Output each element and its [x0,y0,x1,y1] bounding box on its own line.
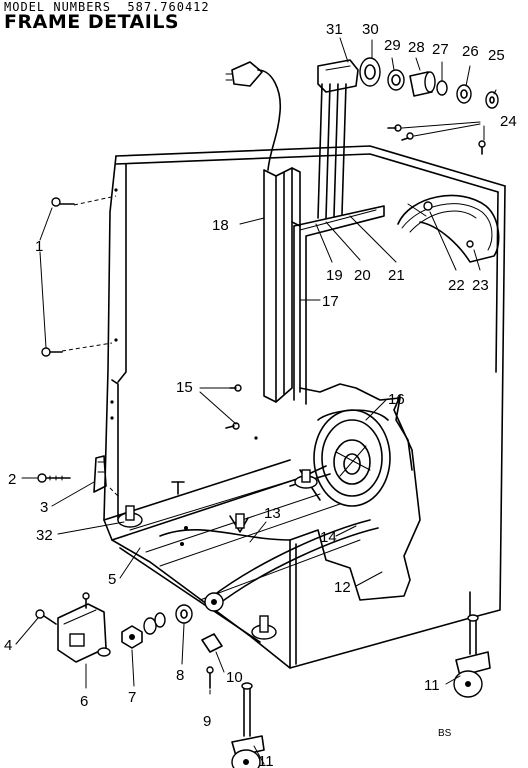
corner-mark: BS [438,728,452,739]
callout-11-front: 11 [258,753,274,768]
callout-7: 7 [128,689,136,706]
callout-20: 20 [354,267,371,284]
cabinet-frame [61,145,506,669]
callout-10: 10 [226,669,243,686]
callout-11-rear: 11 [424,677,440,694]
callout-26: 26 [462,43,479,60]
callout-8: 8 [176,667,184,684]
callout-15: 15 [176,379,193,396]
callout-28: 28 [408,39,425,56]
callout-32: 32 [36,527,53,544]
callout-14: 14 [320,529,337,546]
leveling-feet [117,469,318,640]
callout-31: 31 [326,21,343,38]
callout-12: 12 [334,579,351,596]
callout-21: 21 [388,267,405,284]
callout-23: 23 [472,277,489,294]
callout-22: 22 [448,277,465,294]
callout-29: 29 [384,37,401,54]
side-bracket [37,455,107,493]
leader-lines [15,37,497,765]
callout-4: 4 [4,637,12,654]
callout-30: 30 [362,21,379,38]
callout-18: 18 [212,217,229,234]
callout-numbers: 1 2 3 4 5 6 7 8 9 10 11 11 12 13 14 15 1… [4,21,517,768]
callout-9: 9 [203,713,211,730]
motor-pulley [159,409,391,612]
callout-16: 16 [388,391,405,408]
exploded-parts-top [317,57,499,109]
exploded-parts-bottom [35,592,223,689]
callout-27: 27 [432,41,449,58]
callout-3: 3 [40,499,48,516]
casters [231,614,491,768]
callout-6: 6 [80,693,88,710]
callout-2: 2 [8,471,16,488]
page-title: FRAME DETAILS [4,11,180,33]
vent-duct [225,61,385,405]
screws [41,124,486,440]
callout-13: 13 [264,505,281,522]
model-numbers: MODEL NUMBERS 587.760412 [4,0,210,14]
callout-17: 17 [322,293,339,310]
heater-housing [397,194,500,263]
callout-1: 1 [35,238,43,255]
callout-5: 5 [108,571,116,588]
callout-24: 24 [500,113,517,130]
callout-25: 25 [488,47,505,64]
callout-19: 19 [326,267,343,284]
